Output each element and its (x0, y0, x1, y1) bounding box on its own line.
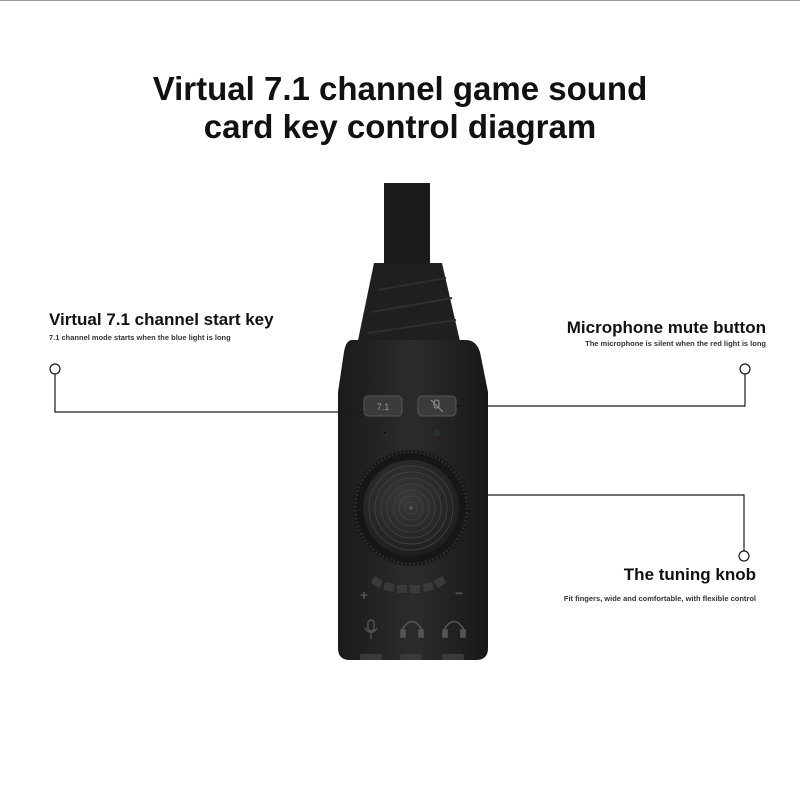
volume-plus-label: + (360, 587, 368, 603)
start-key-description: 7.1 channel mode starts when the blue li… (49, 333, 231, 342)
usb-cable (356, 183, 462, 350)
knob-heading: The tuning knob (623, 565, 756, 584)
mic-mute-heading: Microphone mute button (566, 318, 766, 337)
mic-icon (364, 619, 378, 639)
mic-mute-button[interactable] (417, 395, 457, 417)
start-key-callout (49, 363, 364, 413)
knob-callout (480, 494, 750, 562)
channel-button[interactable]: 7.1 (363, 395, 403, 417)
headphone-icon-2 (442, 620, 466, 638)
microphone-off-icon (430, 399, 444, 413)
mic-mute-callout (456, 363, 751, 407)
title-line-1: Virtual 7.1 channel game sound (152, 70, 648, 107)
red-indicator-light (434, 430, 440, 436)
top-rule (0, 0, 800, 1)
tuning-knob[interactable] (353, 450, 469, 566)
diagram-title: Virtual 7.1 channel game sound card key … (0, 70, 800, 146)
mic-mute-description: The microphone is silent when the red li… (585, 339, 766, 348)
volume-minus-label: − (455, 585, 463, 601)
start-key-heading: Virtual 7.1 channel start key (49, 310, 274, 329)
audio-jacks (360, 654, 464, 660)
headphone-icon (400, 620, 424, 638)
blue-indicator-light (382, 430, 388, 436)
title-line-2: card key control diagram (203, 108, 597, 145)
channel-button-label: 7.1 (377, 402, 390, 412)
knob-description: Fit fingers, wide and comfortable, with … (563, 594, 756, 603)
volume-level-arc (370, 576, 447, 593)
